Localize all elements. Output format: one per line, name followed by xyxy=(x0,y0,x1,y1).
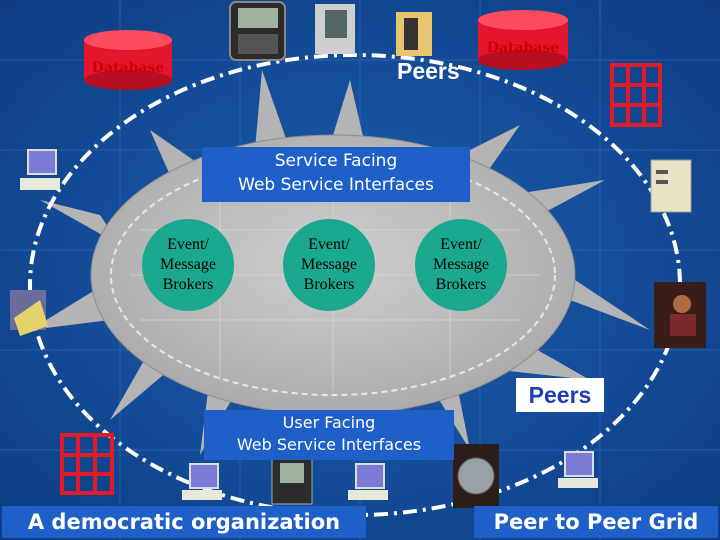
laptop-icon xyxy=(10,290,48,336)
handheld-device-top-icon xyxy=(229,1,286,61)
desktop-computer-bottom-2-icon xyxy=(348,463,388,500)
grid-cluster-bottom-left-icon xyxy=(60,433,114,495)
database-left-icon xyxy=(84,30,172,90)
user-facing-box: User Facing Web Service Interfaces xyxy=(204,410,454,460)
event-message-broker-3: Event/ Message Brokers xyxy=(415,219,507,311)
grid-cluster-top-right-icon xyxy=(610,63,662,127)
broker-3-line2: Message xyxy=(433,256,489,273)
peers-right-label: Peers xyxy=(516,378,604,412)
broker-3-line3: Brokers xyxy=(435,276,487,293)
user-facing-line1: User Facing xyxy=(282,413,376,432)
mobile-phone-icon xyxy=(396,12,432,56)
user-facing-line2: Web Service Interfaces xyxy=(236,435,422,454)
event-message-broker-1: Event/ Message Brokers xyxy=(142,219,234,311)
database-right-icon xyxy=(478,10,568,70)
broker-3-line1: Event/ xyxy=(440,236,482,253)
broker-1-line3: Brokers xyxy=(162,276,214,293)
service-facing-line2: Web Service Interfaces xyxy=(238,175,434,195)
database-left-label: Database xyxy=(91,60,165,76)
broker-2-line2: Message xyxy=(301,256,357,273)
pda-bottom-icon xyxy=(271,457,313,505)
broker-1-line2: Message xyxy=(160,256,216,273)
broker-1-line1: Event/ xyxy=(167,236,209,253)
desktop-computer-right-icon xyxy=(558,451,598,488)
event-message-broker-2: Event/ Message Brokers xyxy=(283,219,375,311)
server-tower-icon xyxy=(650,159,692,213)
footer-left-banner: A democratic organization xyxy=(2,506,366,538)
broker-2-line3: Brokers xyxy=(303,276,355,293)
broker-2-line1: Event/ xyxy=(308,236,350,253)
pda-in-hand-icon xyxy=(315,4,355,54)
coin-device-icon xyxy=(453,444,499,508)
service-facing-line1: Service Facing xyxy=(274,151,398,171)
footer-right-banner: Peer to Peer Grid xyxy=(474,506,718,538)
person-photo-icon xyxy=(654,282,706,348)
peers-top-label: Peers xyxy=(397,58,460,84)
desktop-computer-bottom-1-icon xyxy=(182,463,222,500)
database-right-label: Database xyxy=(486,40,560,56)
desktop-computer-left-icon xyxy=(20,149,60,190)
service-facing-box: Service Facing Web Service Interfaces xyxy=(202,147,470,202)
